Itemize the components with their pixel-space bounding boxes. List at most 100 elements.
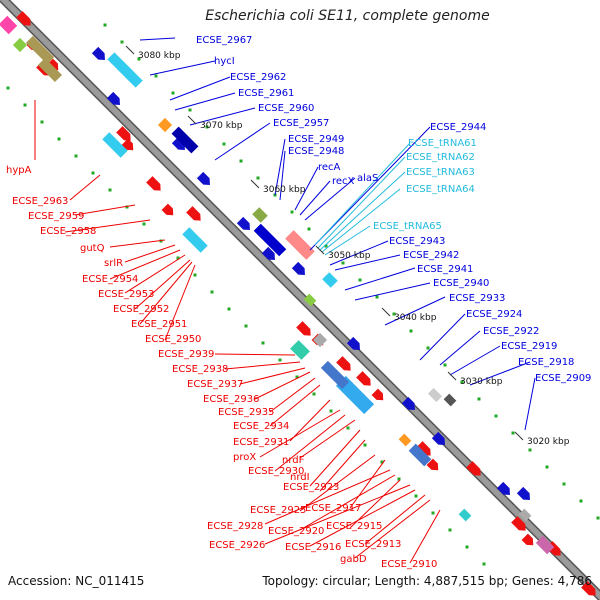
gene-label-lower: ECSE_2926 bbox=[209, 540, 265, 551]
feature-block-shape bbox=[398, 433, 412, 447]
tick-dot bbox=[448, 528, 452, 532]
ruler-tick bbox=[125, 45, 135, 55]
gene-label-lower: ECSE_2915 bbox=[326, 521, 382, 532]
gene-label-lower: ECSE_2950 bbox=[145, 334, 201, 345]
leader-line bbox=[64, 219, 151, 233]
forward-gene-arrow-shape bbox=[371, 388, 384, 401]
forward-gene-arrow-shape bbox=[356, 371, 371, 386]
feature-block bbox=[518, 508, 532, 522]
forward-gene-arrow-shape bbox=[146, 176, 161, 191]
gene-label-upper: ECSE_2961 bbox=[238, 88, 294, 99]
leader-line bbox=[364, 494, 426, 545]
leader-line bbox=[469, 361, 531, 386]
gene-label-lower: ECSE_2917 bbox=[305, 503, 361, 514]
tick-dot bbox=[579, 499, 583, 503]
gene-label-lower: ECSE_2953 bbox=[98, 289, 154, 300]
ruler-label: 3020 kbp bbox=[527, 437, 570, 447]
leader-line bbox=[269, 377, 316, 413]
leader-line bbox=[449, 345, 501, 376]
tick-dot bbox=[295, 375, 299, 379]
tick-dot bbox=[358, 278, 362, 282]
tick-dot bbox=[210, 290, 214, 294]
gene-label-upper: ECSE_2924 bbox=[466, 309, 522, 320]
ruler-label: 3050 kbp bbox=[328, 251, 371, 261]
forward-gene-arrow bbox=[296, 321, 311, 336]
feature-block-shape bbox=[443, 393, 457, 407]
ruler-tick bbox=[381, 307, 391, 317]
feature-block bbox=[102, 132, 128, 158]
forward-gene-arrow-shape bbox=[336, 356, 351, 371]
feature-block-shape bbox=[252, 207, 268, 223]
gene-label-upper: recX bbox=[332, 176, 355, 187]
gene-label-upper: ECSE_2919 bbox=[501, 341, 557, 352]
feature-block-shape bbox=[408, 443, 432, 467]
feature-block-shape bbox=[290, 340, 310, 360]
tick-dot bbox=[239, 159, 243, 163]
tick-dot bbox=[256, 176, 260, 180]
leader-line bbox=[309, 429, 361, 487]
gene-label-upper: ECSE_2944 bbox=[430, 122, 486, 133]
reverse-gene-arrow-shape bbox=[291, 261, 305, 275]
feature-block-shape bbox=[458, 508, 472, 522]
forward-gene-arrow bbox=[521, 533, 534, 546]
ruler-label: 3060 kbp bbox=[263, 185, 306, 195]
forward-gene-arrow bbox=[186, 206, 201, 221]
feature-block bbox=[427, 387, 443, 403]
ruler-tick bbox=[447, 371, 457, 381]
leader-line bbox=[189, 107, 256, 126]
tick-dot bbox=[562, 482, 566, 486]
leader-line bbox=[279, 150, 286, 201]
leader-line bbox=[74, 204, 136, 216]
tick-dot bbox=[227, 307, 231, 311]
gene-features bbox=[0, 11, 596, 596]
gene-label-lower: ECSE_2954 bbox=[82, 274, 138, 285]
leader-line bbox=[134, 259, 191, 310]
tick-dot bbox=[57, 137, 61, 141]
leader-line bbox=[124, 254, 186, 294]
leader-line bbox=[324, 225, 371, 256]
feature-block bbox=[0, 15, 18, 35]
feature-block-shape bbox=[12, 37, 28, 53]
tick-dot bbox=[460, 380, 464, 384]
leader-line bbox=[314, 142, 411, 246]
gene-label-lower: nrdI bbox=[290, 472, 310, 483]
feature-block-shape bbox=[0, 15, 18, 35]
leader-line bbox=[321, 188, 401, 253]
leader-line bbox=[349, 459, 386, 509]
gene-label-lower: ECSE_2920 bbox=[268, 526, 324, 537]
reverse-gene-arrow-shape bbox=[236, 216, 250, 230]
reverse-gene-arrow-shape bbox=[91, 46, 105, 60]
label-leaders bbox=[34, 37, 536, 564]
reverse-gene-arrow-shape bbox=[196, 171, 210, 185]
gene-label-lower: ECSE_2936 bbox=[203, 394, 259, 405]
ruler-label: 3040 kbp bbox=[394, 313, 437, 323]
forward-gene-arrow bbox=[581, 581, 596, 596]
leader-line bbox=[109, 249, 181, 280]
tick-dot bbox=[74, 154, 78, 158]
tick-dot bbox=[341, 261, 345, 265]
tick-dot bbox=[528, 448, 532, 452]
leader-line bbox=[299, 474, 396, 531]
feature-block-shape bbox=[285, 230, 315, 260]
forward-gene-arrow bbox=[336, 356, 351, 371]
tick-dot bbox=[137, 57, 141, 61]
ruler-label: 3030 kbp bbox=[460, 377, 503, 387]
leader-line bbox=[254, 371, 311, 400]
tick-dot bbox=[6, 86, 10, 90]
leader-line bbox=[299, 419, 356, 459]
reverse-gene-arrow-shape bbox=[516, 486, 530, 500]
leader-line bbox=[69, 174, 101, 201]
tick-dot bbox=[154, 74, 158, 78]
forward-gene-arrow bbox=[16, 11, 31, 26]
forward-gene-arrow-shape bbox=[416, 441, 431, 456]
tick-dot bbox=[205, 125, 209, 129]
ruler-tick bbox=[315, 245, 325, 255]
forward-gene-arrow bbox=[466, 461, 481, 476]
leader-line bbox=[419, 313, 466, 361]
tick-dot bbox=[193, 273, 197, 277]
gene-label-lower: ECSE_2910 bbox=[381, 559, 437, 570]
leader-line bbox=[309, 489, 416, 547]
